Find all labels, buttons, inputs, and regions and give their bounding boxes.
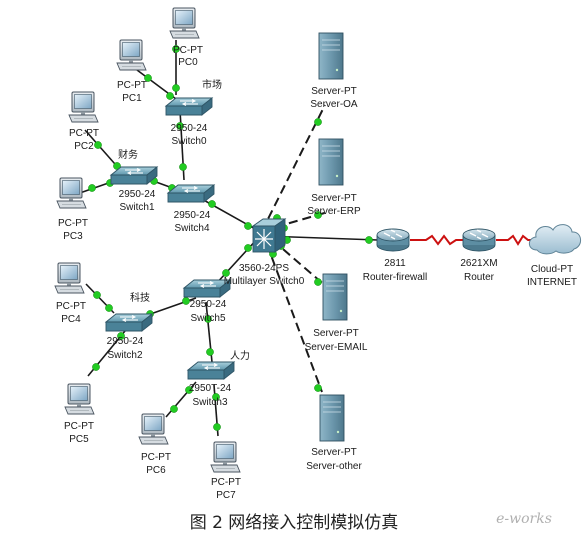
server-erp-name-label: Server-ERP [307,206,361,217]
multilayer-switch-icon [251,218,287,253]
switch3-model-label: 2950T-24 [189,383,232,394]
switch0-name-label: Switch0 [171,136,206,147]
server-erp-node[interactable]: Server-PT Server-ERP [307,138,361,217]
pc7-node[interactable]: PC-PT PC7 [210,441,241,501]
switch5-name-label: Switch5 [190,313,225,324]
pc1-name-label: PC1 [122,93,142,104]
switch-icon [110,166,158,185]
server-other-type-label: Server-PT [311,447,357,458]
router-node[interactable]: 2621XM Router [460,228,498,283]
pc6-node[interactable]: PC-PT PC6 [138,413,171,476]
switch5-node[interactable]: 2950-24 Switch5 [183,279,231,324]
watermark-text: e-works [496,511,552,527]
pc-icon [116,39,147,71]
switch-icon [165,97,213,116]
pc4-type-label: PC-PT [56,301,86,312]
multilayer-switch-node[interactable]: 3560-24PS Multilayer Switch0 [224,218,305,287]
switch3-node[interactable]: 人力 2950T-24 Switch3 [187,349,250,408]
pc5-type-label: PC-PT [64,421,94,432]
switch-icon [187,361,235,380]
switch0-node[interactable]: 市场 2950-24 Switch0 [165,78,222,147]
router-firewall-model-label: 2811 [384,258,406,269]
server-oa-type-label: Server-PT [311,86,357,97]
cloud-node[interactable]: Cloud-PT INTERNET [527,224,581,288]
pc7-name-label: PC7 [216,490,236,501]
router-icon [462,228,496,252]
cloud-type-label: Cloud-PT [531,264,573,275]
switch0-group-label: 市场 [202,78,222,91]
pc-icon [138,413,169,445]
figure-caption: 图 2 网络接入控制模拟仿真 [190,513,399,533]
switch4-name-label: Switch4 [174,223,209,234]
switch5-model-label: 2950-24 [190,299,227,310]
pc4-name-label: PC4 [61,314,81,325]
server-oa-node[interactable]: Server-PT Server-OA [310,32,358,110]
switch4-model-label: 2950-24 [174,210,211,221]
cloud-icon [528,224,581,255]
server-oa-name-label: Server-OA [310,99,358,110]
pc6-type-label: PC-PT [141,452,171,463]
router-model-label: 2621XM [460,258,497,269]
link-core-server-other[interactable] [261,230,323,393]
watermark-logo: e-works [496,511,552,527]
pc5-name-label: PC5 [69,434,89,445]
pc-icon [54,262,85,294]
server-email-node[interactable]: Server-PT Server-EMAIL [305,273,368,353]
pc6-name-label: PC6 [146,465,166,476]
pc0-name-label: PC0 [178,57,198,68]
router-firewall-name-label: Router-firewall [363,272,427,283]
pc3-name-label: PC3 [63,231,83,242]
cloud-name-label: INTERNET [527,277,577,288]
switch2-model-label: 2950-24 [107,336,144,347]
router-firewall-node[interactable]: 2811 Router-firewall [363,228,427,283]
pc4-node[interactable]: PC-PT PC4 [54,262,86,325]
server-icon [319,394,345,442]
pc-icon [56,177,87,209]
switch4-node[interactable]: 2950-24 Switch4 [167,184,215,234]
pc-icon [68,91,99,123]
core-name-label: Multilayer Switch0 [224,276,305,287]
pc0-node[interactable]: PC-PT PC0 [169,7,203,68]
pc2-name-label: PC2 [74,141,94,152]
pc2-type-label: PC-PT [69,128,99,139]
server-other-node[interactable]: Server-PT Server-other [306,394,362,472]
router-name-label: Router [464,272,495,283]
pc1-type-label: PC-PT [117,80,147,91]
switch-icon [167,184,215,203]
server-email-name-label: Server-EMAIL [305,342,368,353]
switch-icon [105,313,153,332]
switch1-group-label: 财务 [118,148,138,161]
switch3-name-label: Switch3 [192,397,227,408]
switch1-model-label: 2950-24 [119,189,156,200]
core-model-label: 3560-24PS [239,263,289,274]
link-core-server-oa[interactable] [261,104,326,232]
pc0-type-label: PC-PT [173,45,203,56]
switch0-model-label: 2950-24 [171,123,208,134]
server-icon [318,138,344,186]
switch3-group-label: 人力 [230,349,250,362]
pc3-node[interactable]: PC-PT PC3 [56,177,88,242]
switch1-name-label: Switch1 [119,202,154,213]
pc7-type-label: PC-PT [211,477,241,488]
server-icon [322,273,348,321]
pc-icon [64,383,95,415]
router-icon [376,228,410,252]
pc-icon [169,7,200,39]
link-router-cloud-serial[interactable] [496,234,536,246]
pc1-node[interactable]: PC-PT PC1 [116,39,147,104]
switch2-group-label: 科技 [130,291,150,304]
pc2-node[interactable]: PC-PT PC2 [68,91,99,152]
pc-icon [210,441,241,473]
server-email-type-label: Server-PT [313,328,359,339]
switch2-node[interactable]: 科技 2950-24 Switch2 [105,291,153,361]
pc3-type-label: PC-PT [58,218,88,229]
pc5-node[interactable]: PC-PT PC5 [64,383,95,445]
switch1-node[interactable]: 财务 2950-24 Switch1 [110,148,158,213]
link-firewall-router-serial[interactable] [410,234,464,246]
server-erp-type-label: Server-PT [311,193,357,204]
server-icon [318,32,344,80]
server-other-name-label: Server-other [306,461,362,472]
switch2-name-label: Switch2 [107,350,142,361]
